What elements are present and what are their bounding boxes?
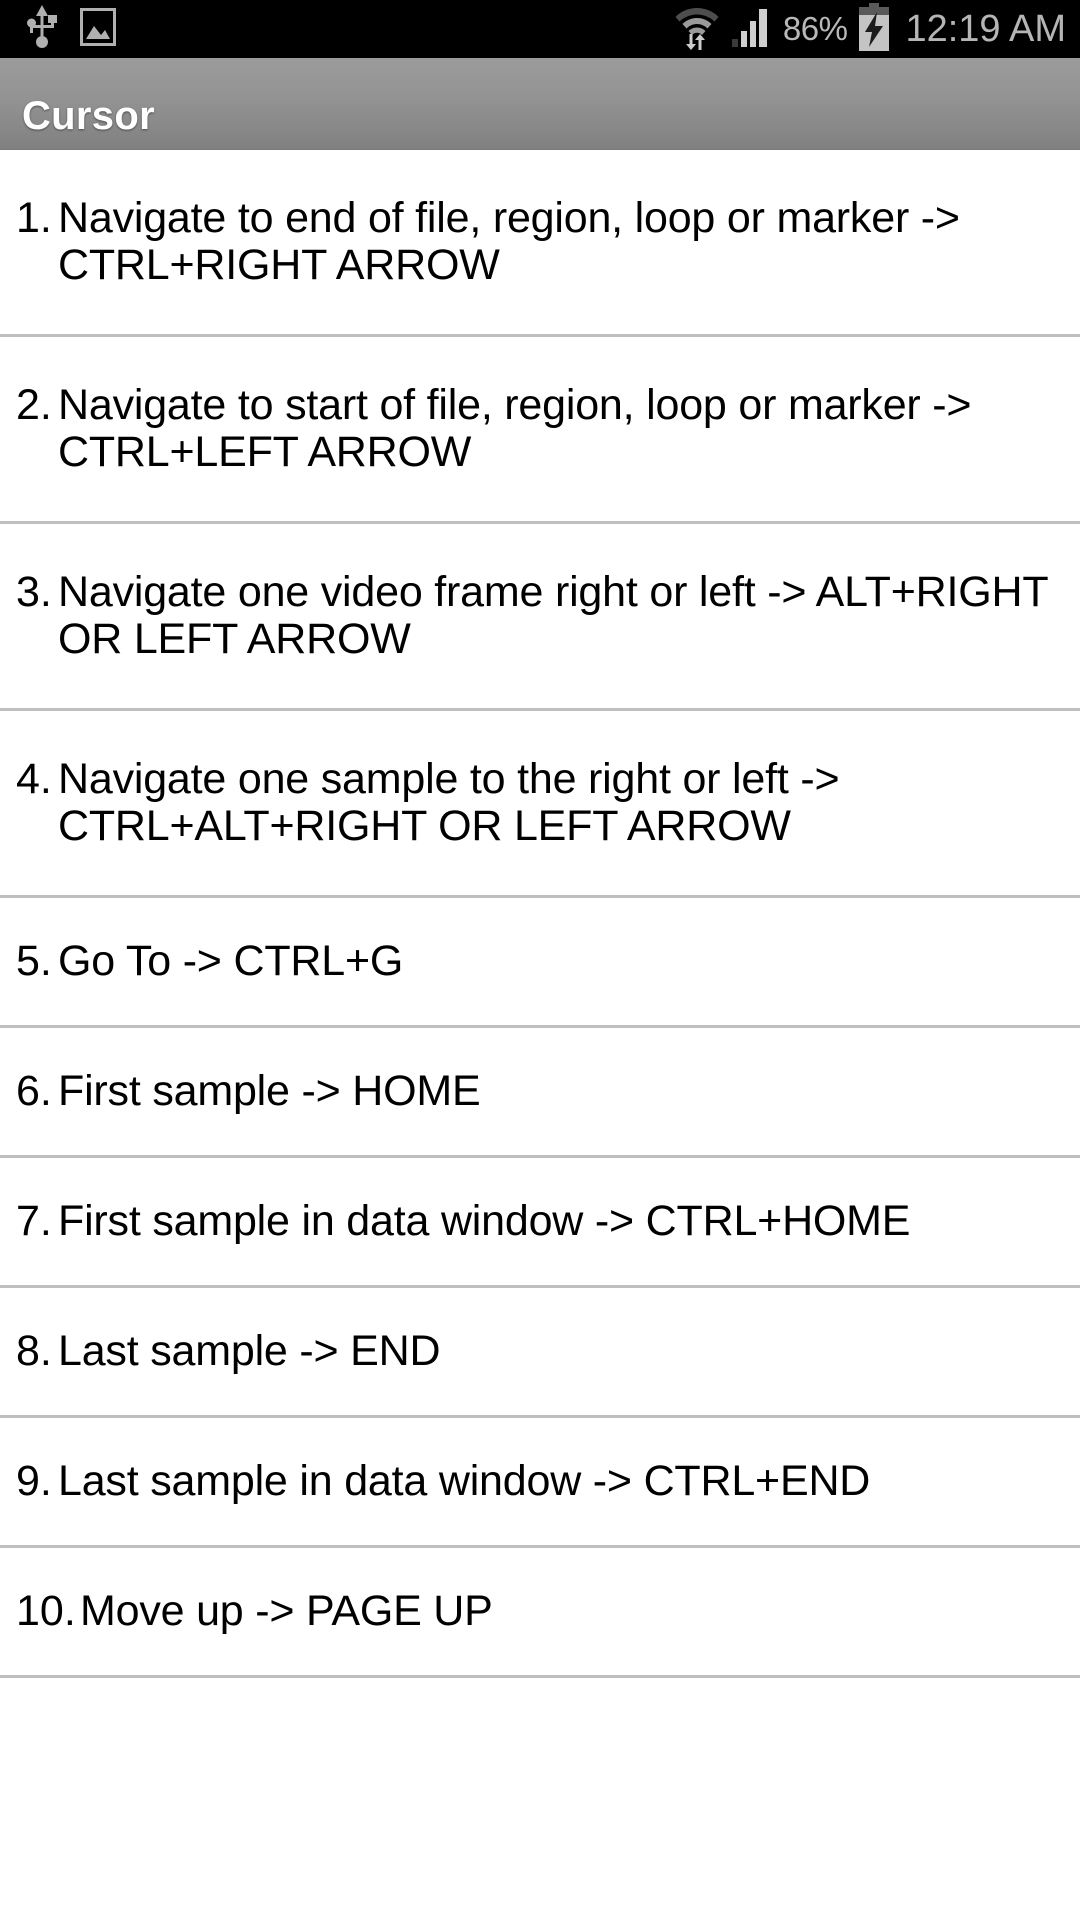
list-item-number: 8.: [16, 1327, 52, 1375]
list-item-content: 4.Navigate one sample to the right or le…: [0, 756, 1080, 850]
shortcut-list[interactable]: 1.Navigate to end of file, region, loop …: [0, 150, 1080, 1678]
list-item-label: Navigate one video frame right or left -…: [58, 568, 1048, 663]
list-item-content: 3.Navigate one video frame right or left…: [0, 569, 1080, 663]
list-item-content: 10.Move up -> PAGE UP: [0, 1588, 1080, 1635]
list-item-number: 10.: [16, 1587, 76, 1635]
list-item-number: 4.: [16, 755, 52, 803]
battery-charging-icon: [858, 2, 890, 56]
list-item[interactable]: 2.Navigate to start of file, region, loo…: [0, 337, 1080, 524]
list-item-label: First sample in data window -> CTRL+HOME: [58, 1197, 911, 1245]
list-item-label: Move up -> PAGE UP: [80, 1587, 493, 1635]
list-item-content: 6.First sample -> HOME: [0, 1068, 1080, 1115]
list-item[interactable]: 3.Navigate one video frame right or left…: [0, 524, 1080, 711]
list-item-content: 1.Navigate to end of file, region, loop …: [0, 195, 1080, 289]
battery-percent-label: 86%: [782, 10, 848, 47]
status-bar-right-icons: 86% 12:19 AM: [675, 0, 1080, 58]
list-item-number: 1.: [16, 194, 52, 242]
list-item-label: Navigate to end of file, region, loop or…: [58, 194, 960, 289]
list-item-content: 7.First sample in data window -> CTRL+HO…: [0, 1198, 1080, 1245]
list-item-label: First sample -> HOME: [58, 1067, 481, 1115]
list-item-content: 8.Last sample -> END: [0, 1328, 1080, 1375]
page-title: Cursor: [22, 94, 155, 138]
list-item-label: Navigate to start of file, region, loop …: [58, 381, 972, 476]
status-bar-left-icons: [0, 4, 116, 54]
list-item-content: 5.Go To -> CTRL+G: [0, 938, 1080, 985]
list-item-number: 7.: [16, 1197, 52, 1245]
list-item-label: Go To -> CTRL+G: [58, 937, 404, 985]
list-item-number: 9.: [16, 1457, 52, 1505]
list-item-number: 3.: [16, 568, 52, 616]
status-bar-clock: 12:19 AM: [905, 8, 1066, 50]
status-bar: 86% 12:19 AM: [0, 0, 1080, 58]
list-item[interactable]: 4.Navigate one sample to the right or le…: [0, 711, 1080, 898]
wifi-data-icon: [675, 4, 719, 55]
list-item[interactable]: 8.Last sample -> END: [0, 1288, 1080, 1418]
list-item-number: 6.: [16, 1067, 52, 1115]
list-item[interactable]: 6.First sample -> HOME: [0, 1028, 1080, 1158]
list-item-content: 2.Navigate to start of file, region, loo…: [0, 382, 1080, 476]
list-item-label: Navigate one sample to the right or left…: [58, 755, 840, 850]
usb-icon: [26, 4, 58, 54]
list-item[interactable]: 7.First sample in data window -> CTRL+HO…: [0, 1158, 1080, 1288]
list-item-number: 5.: [16, 937, 52, 985]
app-title-bar: Cursor: [0, 58, 1080, 150]
list-item-number: 2.: [16, 381, 52, 429]
cellular-signal-icon: [730, 6, 772, 53]
list-item[interactable]: 9.Last sample in data window -> CTRL+END: [0, 1418, 1080, 1548]
list-item-content: 9.Last sample in data window -> CTRL+END: [0, 1458, 1080, 1505]
list-item-label: Last sample in data window -> CTRL+END: [58, 1457, 871, 1505]
list-item[interactable]: 5.Go To -> CTRL+G: [0, 898, 1080, 1028]
list-item[interactable]: 1.Navigate to end of file, region, loop …: [0, 150, 1080, 337]
screenshot-image-icon: [80, 7, 116, 52]
list-item[interactable]: 10.Move up -> PAGE UP: [0, 1548, 1080, 1678]
list-item-label: Last sample -> END: [58, 1327, 441, 1375]
